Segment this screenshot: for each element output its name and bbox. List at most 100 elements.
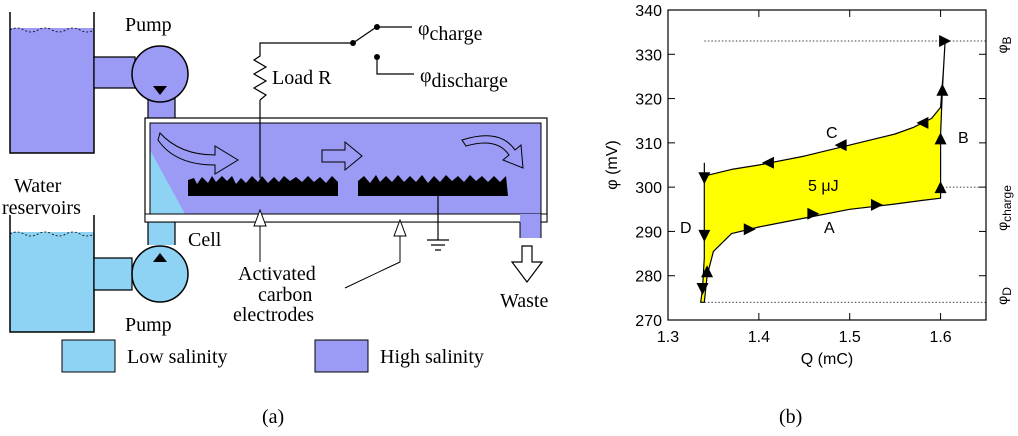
y-tick-label-2: 290 — [635, 224, 662, 241]
phi-discharge-subscript: discharge — [432, 70, 508, 92]
panel-b-chart: 1.3 1.4 1.5 1.6 270 280 290 300 310 320 330 340 Q (… — [604, 3, 1014, 428]
y-tick-label-0: 270 — [635, 313, 662, 330]
switch-contact-discharge — [374, 54, 380, 60]
direction-arrow-0 — [698, 172, 711, 185]
right-label-phi-d-symbol: φ — [994, 296, 1010, 305]
waste-arrow — [510, 245, 544, 283]
x-tick-label-3: 1.6 — [929, 329, 951, 346]
right-label-phi-b: φB — [994, 36, 1014, 53]
panel-a-diagram: Pump Pump Water reservoirs Cell Load R φ… — [2, 12, 548, 428]
x-tick-label-0: 1.3 — [657, 329, 679, 346]
bottom-pump — [131, 245, 189, 303]
top-reservoir-surface — [9, 27, 95, 33]
electrodes-label-line2: carbon — [258, 284, 312, 306]
y-tick-label-4: 310 — [635, 136, 662, 153]
phi-discharge-label: φdischarge — [420, 65, 508, 92]
right-label-phi-d: φD — [994, 287, 1014, 305]
phi-charge-label: φcharge — [418, 18, 483, 45]
cell-low-salinity-region — [150, 150, 185, 214]
flow-arrow-curved-left — [157, 131, 239, 175]
direction-arrow-2 — [701, 265, 714, 278]
right-label-phi-charge-sub: charge — [1000, 185, 1014, 222]
energy-label: 5 μJ — [808, 178, 839, 195]
bottom-pump-arrow — [153, 253, 167, 262]
load-label: Load R — [272, 67, 332, 89]
segment-label-d: D — [680, 220, 692, 237]
top-pump — [131, 45, 189, 103]
electrode-right — [358, 175, 508, 196]
electrode-left — [188, 176, 338, 196]
direction-arrow-10 — [939, 35, 952, 47]
chart-ylabel: φ (mV) — [604, 140, 621, 189]
top-pump-arrow — [153, 86, 167, 95]
right-label-phi-b-symbol: φ — [994, 44, 1010, 53]
electrode-pointer-right — [344, 222, 401, 289]
phi-charge-symbol: φ — [418, 18, 430, 40]
electrode-pointer-right-head — [393, 218, 407, 237]
y-tick-label-5: 320 — [635, 92, 662, 109]
panel-a-caption: (a) — [262, 406, 284, 428]
direction-arrow-7 — [934, 181, 947, 194]
waste-outlet-edges — [519, 214, 542, 238]
y-tick-label-7: 340 — [635, 3, 662, 20]
segment-label-b: B — [958, 130, 969, 147]
segment-label-c: C — [826, 125, 838, 142]
legend-low-label: Low salinity — [127, 346, 228, 368]
flow-arrow-middle — [321, 140, 363, 172]
water-reservoirs-label-line2: reservoirs — [2, 197, 81, 219]
direction-arrow-3 — [696, 283, 709, 295]
electrodes-label-line3: electrodes — [233, 304, 314, 326]
x-tick-label-1: 1.4 — [748, 329, 770, 346]
x-tick-label-2: 1.5 — [839, 329, 861, 346]
flow-arrow-curved-right — [461, 135, 524, 169]
direction-arrow-12 — [834, 139, 847, 152]
phi-charge-subscript: charge — [430, 23, 483, 45]
segment-label-a: A — [824, 220, 835, 237]
right-label-phi-charge-symbol: φ — [994, 222, 1010, 231]
switch-wire-discharge — [376, 60, 414, 75]
cycle-series — [700, 40, 946, 303]
direction-arrow-5 — [807, 207, 820, 220]
direction-arrow-1 — [698, 229, 711, 242]
pump-bottom-label: Pump — [125, 314, 172, 336]
switch-blade — [352, 27, 376, 44]
electrode-pointer-left-head — [253, 208, 267, 227]
direction-arrow-11 — [916, 116, 929, 129]
legend-low-swatch — [61, 339, 116, 373]
legend-high-label: High salinity — [380, 346, 484, 368]
bottom-pipe — [93, 257, 133, 291]
load-wire — [252, 42, 350, 178]
y-tick-label-1: 280 — [635, 269, 662, 286]
chart-ticks: 1.3 1.4 1.5 1.6 270 280 290 300 310 320 330 340 — [635, 3, 986, 346]
direction-arrow-8 — [934, 132, 947, 145]
waste-label: Waste — [500, 290, 548, 312]
bottom-reservoir-surface — [9, 231, 95, 237]
plot-frame — [667, 9, 987, 321]
right-label-phi-d-sub: D — [1000, 287, 1014, 296]
waste-outlet — [520, 214, 541, 238]
direction-arrow-13 — [761, 156, 774, 169]
pump-top-label: Pump — [125, 14, 172, 36]
direction-arrow-6 — [870, 198, 883, 211]
right-label-phi-b-sub: B — [1000, 36, 1014, 44]
direction-arrow-9 — [936, 83, 949, 96]
chart-plot — [696, 35, 986, 303]
phi-discharge-symbol: φ — [420, 65, 432, 87]
chart-xlabel: Q (mC) — [801, 351, 853, 368]
ground-symbol — [427, 196, 449, 251]
panel-b-caption: (b) — [779, 406, 802, 428]
top-pipe — [93, 56, 136, 89]
switch-contact-charge — [374, 24, 380, 30]
bottom-reservoir-water — [10, 232, 94, 332]
direction-arrow-4 — [743, 223, 756, 236]
electrodes-label-line1: Activated — [238, 263, 316, 285]
water-reservoirs-label-line1: Water — [14, 175, 62, 197]
cell-label: Cell — [188, 229, 222, 251]
legend-high-swatch — [314, 339, 369, 373]
right-label-phi-charge: φcharge — [994, 185, 1014, 231]
cell-bottom-wall — [144, 213, 548, 223]
y-tick-label-6: 330 — [635, 47, 662, 64]
top-reservoir-water — [10, 28, 94, 153]
y-tick-label-3: 300 — [635, 180, 662, 197]
